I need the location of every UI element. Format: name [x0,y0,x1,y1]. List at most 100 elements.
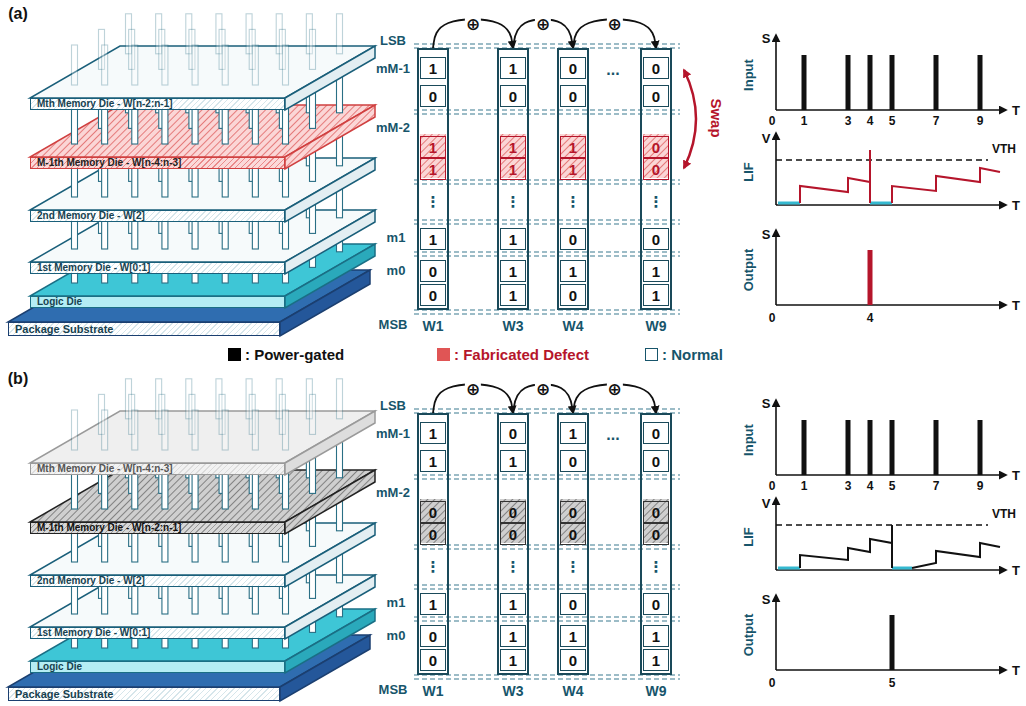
membrane-potential [912,543,1000,568]
bit-row-label: mM-1 [376,427,410,440]
tsv-pillar [222,45,228,85]
bit-value: ⋮ [426,193,441,211]
die-label-band: 2nd Memory Die - W[2] [30,575,285,587]
weight-name: W4 [563,318,584,334]
input-spike [868,420,873,475]
tsv-pillar [310,29,316,69]
legend-item: : Power-gated [228,346,344,363]
bit-value: 1 [420,57,446,79]
die-name: M-1th Memory Die - W[n-4:n-3] [37,158,181,168]
bit-value: 1 [500,625,526,647]
die-stack [8,14,375,336]
xor-symbol: ⊕ [465,381,481,398]
legend-swatch [228,348,241,361]
tsv-pillar [162,45,168,85]
bit-column: W90000⋮011 [640,413,672,675]
tsv-pillar [102,45,108,85]
axis-label: Output [742,249,755,292]
tick-label: 1 [801,115,808,127]
weight-name: W3 [503,683,524,699]
input-spike [978,420,983,475]
bit-value: 1 [420,450,446,472]
bit-row-dividers [414,44,680,314]
bit-value: 1 [500,158,526,180]
die-top-face [30,575,375,627]
axis-label: Input [742,424,755,456]
axis [775,595,777,670]
axis-label: LIF [742,162,755,182]
die-label-band: Package Substrate [8,687,280,701]
axis [776,304,1006,306]
axis-label: T [1012,664,1020,677]
die-name: M-1th Memory Die - W[n-2:n-1] [37,523,181,533]
output-spike [890,615,895,670]
bit-value: 1 [643,284,669,306]
legend-item: : Fabricated Defect [437,346,589,363]
axis-label: S [762,593,771,606]
bit-row-label: MSB [379,683,408,696]
swap-arrow [684,70,696,168]
die-side-face [285,470,375,534]
bit-value: 1 [560,158,586,180]
input-spike [802,420,807,475]
tsv-pillar [132,410,138,450]
bit-value: ⋮ [649,193,664,211]
bit-value: 0 [560,57,586,79]
bit-row-label: m0 [387,264,406,277]
legend-swatch [437,348,450,361]
input-spike [934,55,939,110]
legend-swatch [645,348,658,361]
bit-row-label: LSB [380,34,406,47]
die-label-band: M-1th Memory Die - W[n-4:n-3] [30,157,285,169]
axis-label: ... [606,62,619,78]
axis-label: ... [606,427,619,443]
bit-row-label: mM-2 [376,486,410,499]
bit-value: 0 [643,450,669,472]
bit-value: 0 [420,649,446,671]
die-side-face [285,158,375,222]
threshold-line [776,524,988,525]
membrane-potential [892,168,1000,203]
die-stack [8,379,375,701]
bit-value: 0 [643,593,669,615]
bit-value: 0 [643,228,669,250]
input-spike [802,55,807,110]
die-label-band: 2nd Memory Die - W[2] [30,210,285,222]
die-name: 2nd Memory Die - W[2] [37,211,145,221]
bit-row-dividers [414,409,680,679]
tick-label: 7 [933,115,940,127]
bit-row-label: LSB [380,399,406,412]
bit-row-label: MSB [379,318,408,331]
bit-column: W30100⋮111 [497,413,529,675]
bit-row-label: m1 [387,596,406,609]
refractory-segment [870,202,892,205]
bit-column: W11100⋮100 [417,413,449,675]
die-top-face [30,46,375,98]
axis [775,230,777,305]
tick-label: 5 [889,480,896,492]
bit-value: 1 [560,422,586,444]
input-spike [846,55,851,110]
bit-value: 1 [420,593,446,615]
bit-value: 1 [500,593,526,615]
tsv-pillar [132,45,138,85]
bit-value: ⋮ [506,558,521,576]
bit-value: 1 [500,284,526,306]
line-art [414,408,680,409]
weight-name: W9 [646,318,667,334]
weight-name: W1 [423,318,444,334]
tick-label: 4 [867,115,874,127]
tsv-pillar [283,410,289,450]
bit-value: 0 [560,593,586,615]
axis-label: V [762,497,771,510]
membrane-potential [800,525,892,568]
die-label-band: 1st Memory Die - W[0:1] [30,627,285,639]
die-side-face [285,210,375,274]
tick-label: 4 [867,312,874,324]
bit-value: ⋮ [566,193,581,211]
die-name: 1st Memory Die - W[0:1] [37,628,150,638]
tsv-pillar [337,14,343,54]
tick-label: 0 [769,312,776,324]
bit-value: 1 [560,625,586,647]
